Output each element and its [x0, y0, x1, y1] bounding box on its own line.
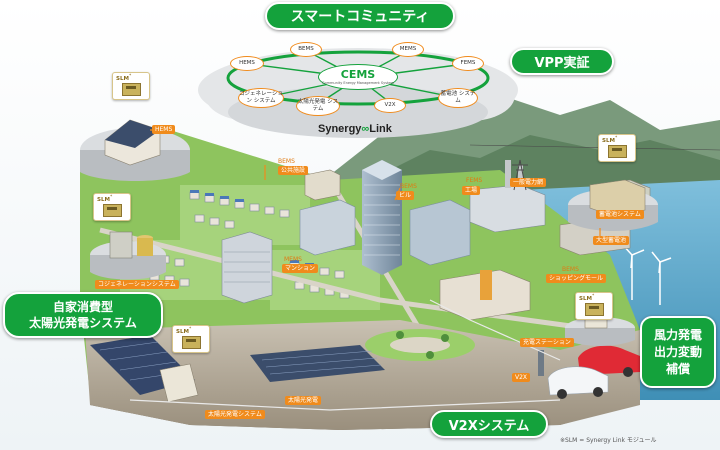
brand-part2: Link — [369, 123, 392, 135]
cems-node-solar: 太陽光発電 システム — [296, 96, 340, 116]
label-factory: 工場 — [462, 186, 481, 195]
v2x-callout: V2Xシステム — [430, 410, 548, 438]
slm-label: SLM* — [579, 294, 595, 302]
slm-label: SLM* — [97, 195, 113, 203]
title-pill: スマートコミュニティ — [265, 2, 455, 30]
brand-part1: Synergy — [318, 123, 362, 135]
label-fems: FEMS — [466, 177, 483, 184]
cogeneration-pad — [90, 231, 166, 280]
footnote: ※SLM = Synergy Link モジュール — [560, 437, 657, 444]
self-solar-callout: 自家消費型 太陽光発電システム — [3, 292, 163, 338]
shopping-mall — [439, 269, 531, 321]
slm-module-storage: SLM* — [598, 134, 636, 162]
label-big-battery: 大型蓄電池 — [593, 236, 630, 245]
slm-label: SLM* — [116, 74, 132, 82]
slm-module-icon — [103, 204, 122, 217]
label-bems-building: BEMS — [400, 183, 417, 190]
vpp-callout: VPP実証 — [510, 48, 614, 75]
slm-module-house: SLM* — [112, 72, 150, 100]
label-public-facility: 公共施設 — [278, 166, 309, 175]
wind-line2: 出力変動 — [653, 344, 702, 359]
skyscraper — [362, 160, 402, 275]
label-bems-shop: BEMS — [562, 266, 579, 273]
hems-house-pad — [80, 119, 190, 181]
cems-node-storage: 蓄電池 システム — [438, 88, 478, 108]
park — [365, 329, 475, 361]
wind-line3: 補償 — [665, 361, 690, 376]
slm-module-icon — [182, 336, 201, 349]
slm-module-icon — [122, 83, 141, 96]
cems-title: CEMS — [340, 67, 376, 81]
cems-center: CEMS Community Energy Management System — [318, 64, 398, 90]
wind-callout: 風力発電 出力変動 補償 — [640, 316, 716, 388]
slm-module-v2x: SLM* — [575, 292, 613, 320]
cems-node-hems: HEMS — [230, 56, 264, 71]
label-hems-house: HEMS — [152, 125, 176, 134]
cems-subtitle: Community Energy Management System — [322, 80, 394, 85]
label-cogeneration: コジェネレーションシステム — [95, 280, 179, 289]
label-mems: MEMS — [284, 256, 302, 263]
solar-parking — [250, 345, 385, 382]
slm-label: SLM* — [602, 136, 618, 144]
mansion-building — [221, 231, 273, 304]
label-mansion: マンション — [282, 264, 319, 273]
label-general-power: 一般電力網 — [510, 178, 547, 187]
cems-node-cogeneration: コジェネレーション システム — [238, 88, 284, 108]
solar-field — [90, 335, 199, 403]
slm-label: SLM* — [176, 327, 192, 335]
cems-node-v2x: V2X — [374, 98, 406, 113]
label-storage-system: 蓄電池システム — [596, 210, 644, 219]
label-bems-public: BEMS — [278, 158, 295, 165]
label-solar-system2: 太陽光発電システム — [205, 410, 265, 419]
cems-node-bems: BEMS — [290, 42, 322, 57]
self-solar-line2: 太陽光発電システム — [29, 316, 137, 330]
cems-node-mems: MEMS — [392, 42, 424, 57]
brand-link-mark: ∞ — [361, 123, 370, 135]
power-tower — [469, 144, 720, 191]
slm-module-cogeneration: SLM* — [93, 193, 131, 221]
slm-module-solar: SLM* — [172, 325, 210, 353]
label-shopping-mall: ショッピングモール — [546, 274, 607, 283]
label-v2x-small: V2X — [512, 373, 531, 382]
residential-area — [120, 185, 380, 310]
label-building: ビル — [396, 191, 415, 200]
label-solar-system: 太陽光発電 — [285, 396, 322, 405]
synergy-link-logo: Synergy∞Link — [318, 123, 392, 135]
wind-line1: 風力発電 — [653, 327, 702, 342]
office-buildings — [299, 169, 471, 266]
label-charging-station: 充電ステーション — [520, 338, 574, 347]
v2x-cars — [538, 345, 640, 399]
slm-module-icon — [585, 303, 604, 316]
self-solar-line1: 自家消費型 — [52, 300, 113, 314]
cems-node-fems: FEMS — [452, 56, 484, 71]
slm-module-icon — [608, 145, 627, 158]
